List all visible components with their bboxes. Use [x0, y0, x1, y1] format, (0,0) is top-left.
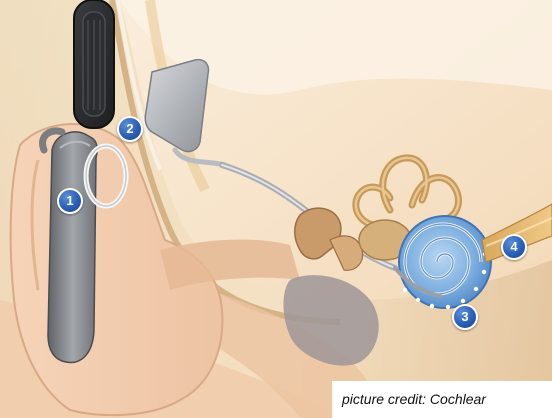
callout-marker-3: 3: [452, 304, 478, 330]
callout-marker-4: 4: [501, 234, 527, 260]
callout-marker-2: 2: [117, 116, 143, 142]
callout-marker-1: 1: [57, 188, 83, 214]
picture-credit: picture credit: Cochlear: [332, 381, 552, 418]
